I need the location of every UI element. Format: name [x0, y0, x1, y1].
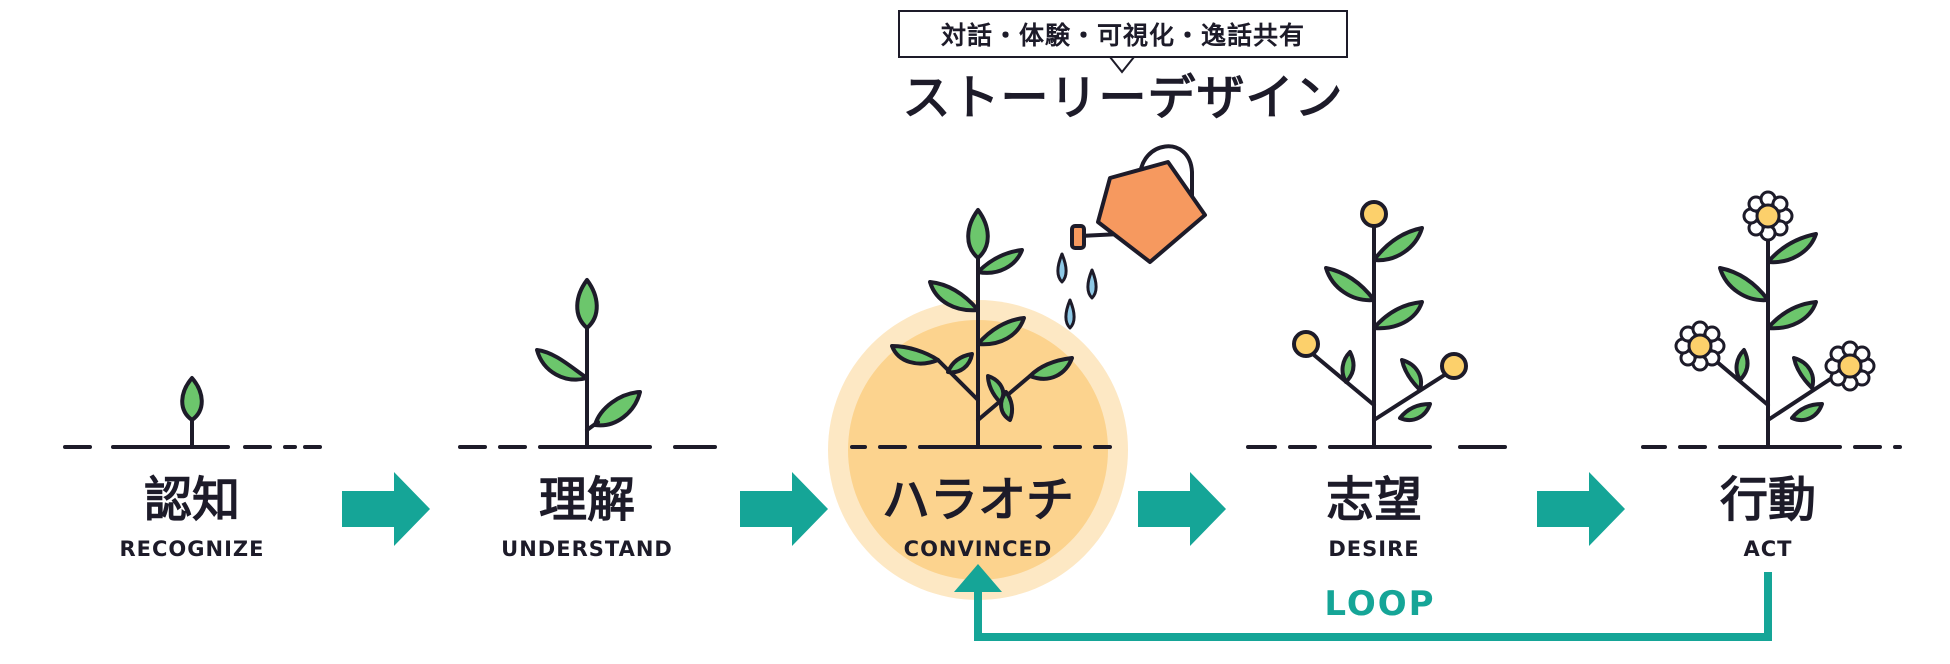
- stage-ja-label: ハラオチ: [881, 472, 1074, 528]
- budding-plant-icon: [1292, 200, 1468, 447]
- stage-ja-label: 認知: [143, 472, 240, 528]
- loop-label: LOOP: [1324, 584, 1436, 624]
- stage-en-label: CONVINCED: [903, 537, 1053, 561]
- young-plant-icon: [890, 208, 1074, 447]
- stage-en-label: ACT: [1743, 537, 1793, 561]
- stage-convinced: ハラオチ CONVINCED: [828, 470, 1128, 566]
- stage-en-label: RECOGNIZE: [119, 537, 265, 561]
- right-arrow-icon: [342, 472, 1625, 546]
- flowering-plant-icon: [1708, 232, 1840, 447]
- stage-recognize: 認知 RECOGNIZE: [42, 470, 342, 566]
- stage-act: 行動 ACT: [1618, 470, 1918, 566]
- story-design-callout: 対話・体験・可視化・逸話共有: [898, 10, 1348, 58]
- stage-en-label: DESIRE: [1328, 537, 1420, 561]
- callout-pointer: [1109, 56, 1135, 74]
- stage-en-label: UNDERSTAND: [501, 537, 673, 561]
- flower-icon: [1824, 340, 1876, 392]
- story-design-title: ストーリーデザイン: [902, 70, 1344, 126]
- flower-icon: [1674, 320, 1726, 372]
- stage-ja-label: 理解: [538, 472, 635, 528]
- water-drop-icon: [1056, 252, 1098, 330]
- loop-arrow-icon: [954, 564, 1772, 641]
- stage-understand: 理解 UNDERSTAND: [437, 470, 737, 566]
- stage-ja-label: 志望: [1325, 472, 1422, 528]
- seedling-icon: [535, 278, 642, 447]
- sprout-icon: [180, 376, 204, 447]
- stage-ja-label: 行動: [1719, 472, 1816, 528]
- watering-can-icon: [1070, 144, 1207, 264]
- callout-text: 対話・体験・可視化・逸話共有: [940, 21, 1305, 50]
- stage-desire: 志望 DESIRE: [1224, 470, 1524, 566]
- flower-icon: [1742, 190, 1794, 242]
